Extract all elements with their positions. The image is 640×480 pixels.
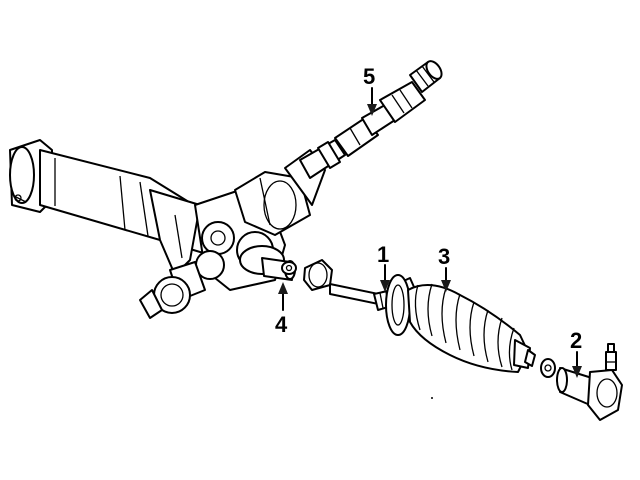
callout-5: 5 [363,64,375,89]
callout-3: 3 [438,244,450,269]
callout-1: 1 [377,242,389,267]
callout-arrows [278,87,582,378]
callout-2: 2 [570,328,582,353]
rack-housing [9,139,326,319]
pinion-shaft [299,60,443,179]
outer-tie-rod-end [540,343,623,421]
speck [431,397,433,399]
callout-4: 4 [275,312,288,337]
tie-rod-boot [385,274,536,373]
